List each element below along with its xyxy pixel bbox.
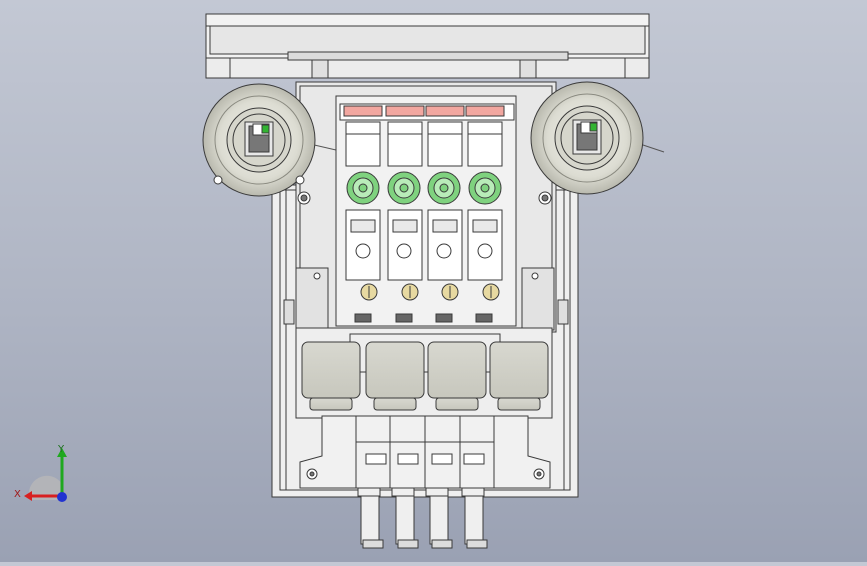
pressure-gauge-right xyxy=(530,81,665,195)
solenoid-valve-1[interactable] xyxy=(343,105,383,323)
valve-manifold xyxy=(335,95,517,327)
x-axis-label: X xyxy=(14,489,21,500)
solenoid-valve-2[interactable] xyxy=(385,105,425,323)
filter-blocks xyxy=(301,341,549,411)
pressure-gauge-left xyxy=(202,83,337,197)
triad-floor-plane xyxy=(28,475,63,500)
solenoid-valve-3[interactable] xyxy=(425,105,465,323)
axis-triad-graphic: Y X xyxy=(14,444,67,502)
top-housing xyxy=(205,13,650,79)
solenoid-valve-4[interactable] xyxy=(465,105,505,323)
x-axis-head xyxy=(24,491,32,501)
view-orientation-triad[interactable]: Y X xyxy=(10,440,80,510)
tube-fittings xyxy=(357,487,488,549)
y-axis-head xyxy=(57,448,67,457)
bottom-mount-plate xyxy=(299,415,551,489)
y-axis-label: Y xyxy=(57,444,65,455)
z-axis-dot xyxy=(57,492,67,502)
